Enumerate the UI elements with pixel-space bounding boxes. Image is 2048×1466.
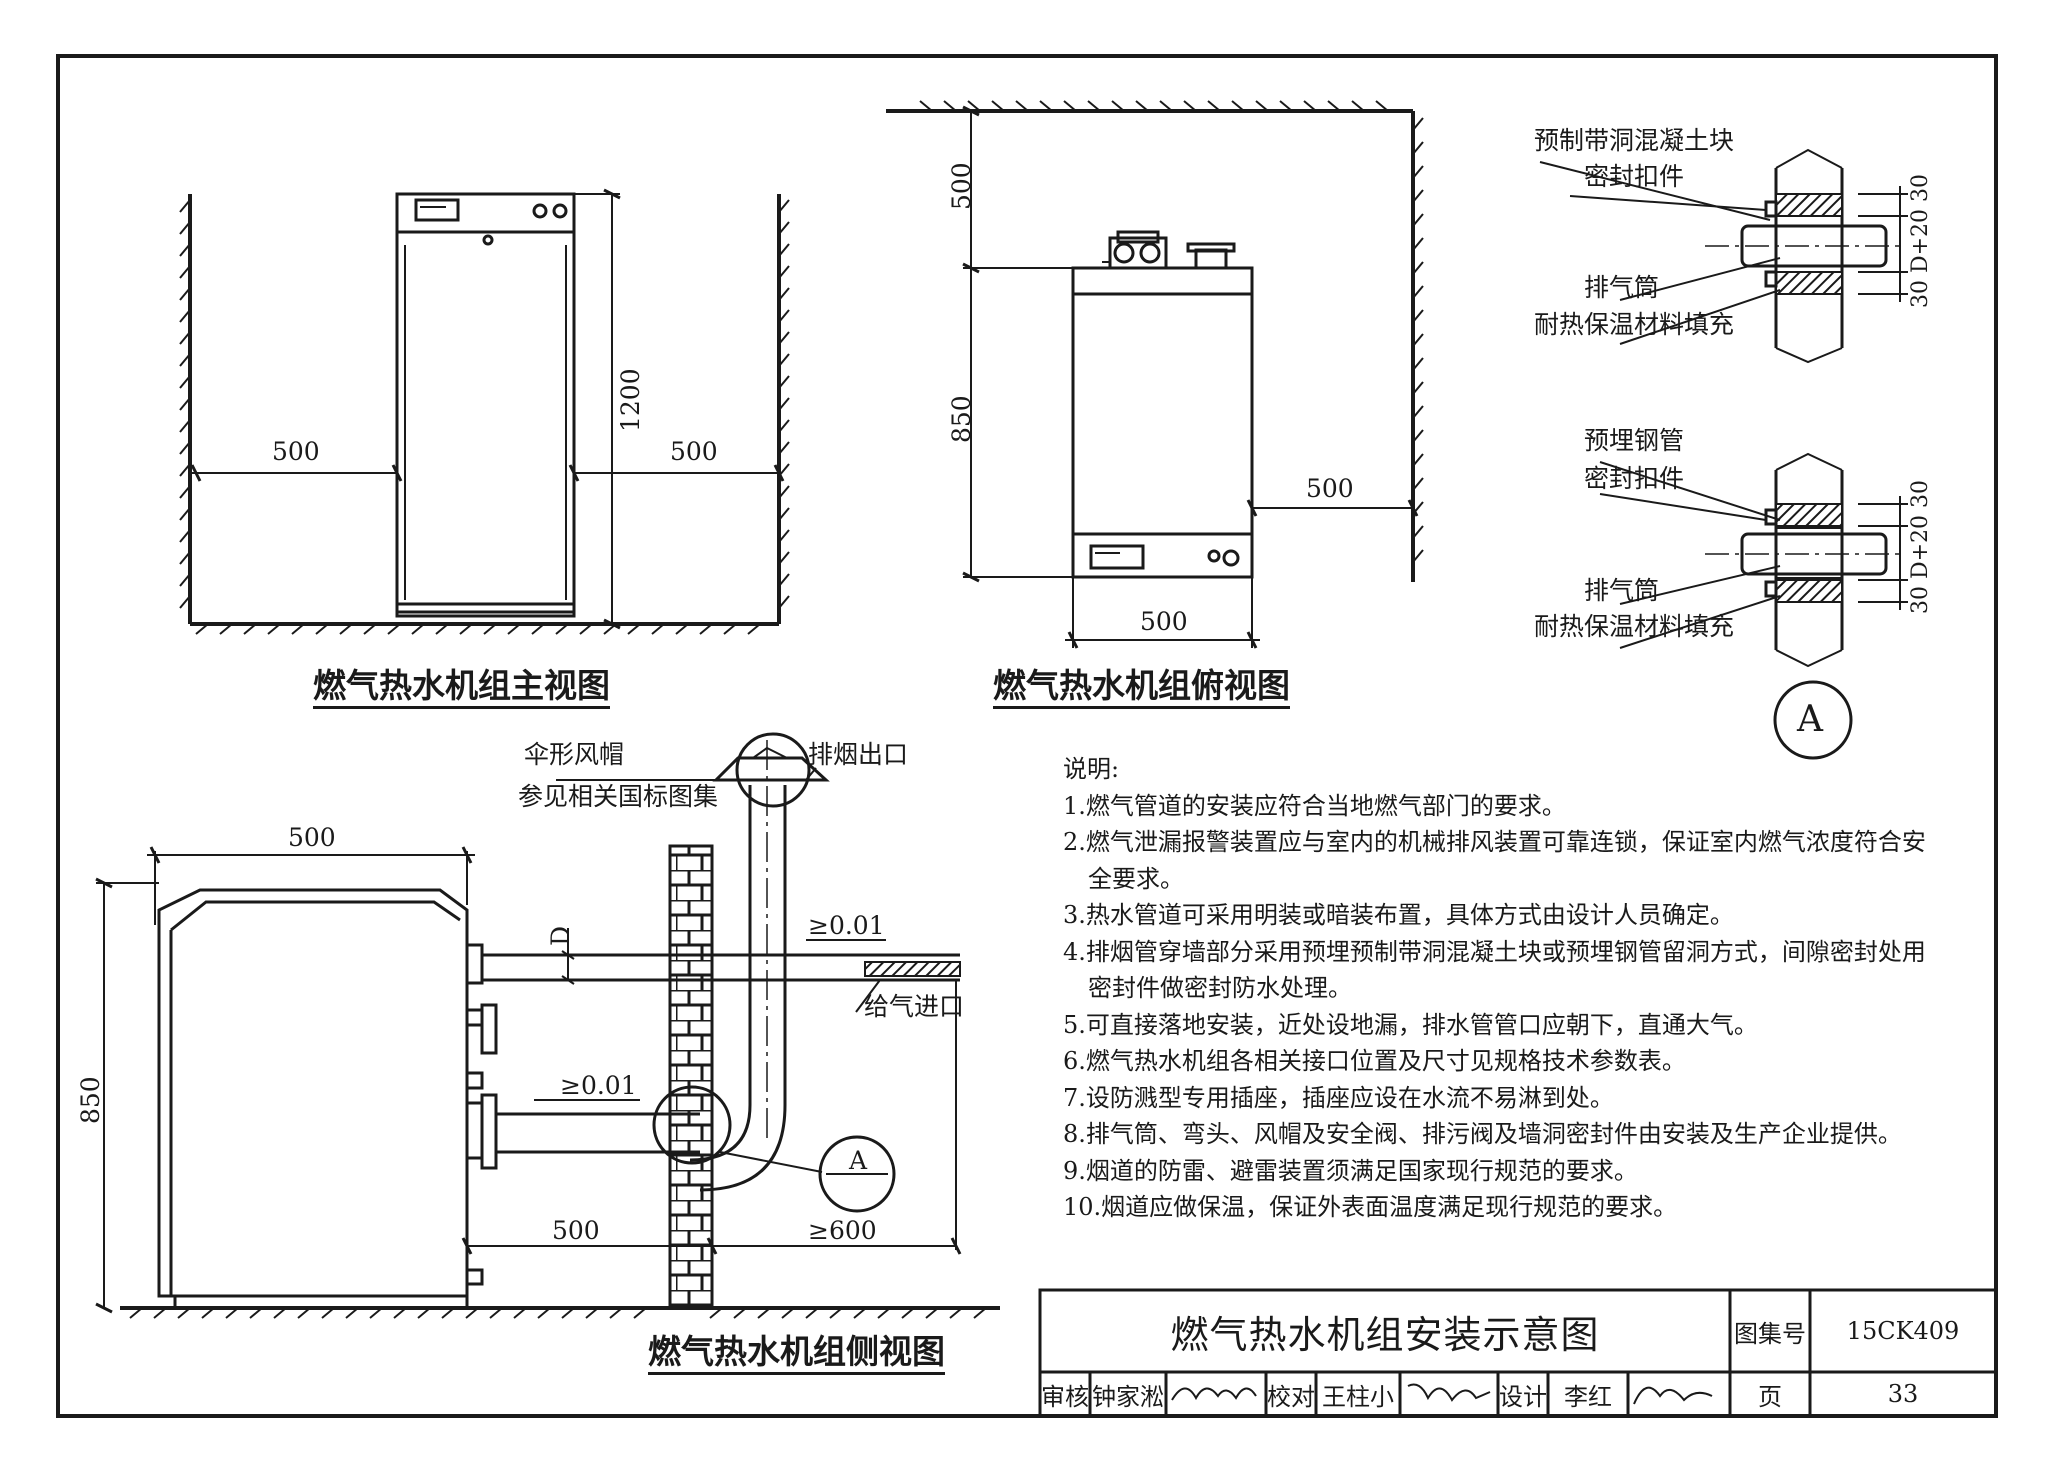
detail-upper-label-3: 排气筒 xyxy=(1584,273,1660,302)
sheet-border xyxy=(56,54,1998,1418)
atlas-label: 图集号 xyxy=(1734,1319,1806,1348)
side-view-title: 燃气热水机组侧视图 xyxy=(648,1335,945,1375)
front-view xyxy=(179,188,790,635)
detail-upper-dims: 30 D+20 30 xyxy=(1908,173,1933,308)
designer-name: 李红 xyxy=(1564,1382,1612,1411)
reviewer-name: 钟家淞 xyxy=(1092,1382,1164,1411)
note-item: 1.燃气管道的安装应符合当地燃气部门的要求。 xyxy=(1063,791,1566,820)
note-item: 4.排烟管穿墙部分采用预埋预制带洞混凝土块或预埋钢管留洞方式，间隙密封处用密封件… xyxy=(1063,937,1926,1003)
air-inlet-label: 给气进口 xyxy=(864,992,965,1021)
check-label: 校对 xyxy=(1267,1382,1315,1411)
reviewer-signature xyxy=(1171,1387,1257,1401)
detail-lower-label-2: 密封扣件 xyxy=(1584,464,1685,493)
detail-a-mark: A xyxy=(1797,699,1823,740)
slope-lower: ≥0.01 xyxy=(560,1071,637,1100)
hood-label-1: 伞形风帽 xyxy=(524,740,625,769)
top-dim-rear: 500 xyxy=(947,162,976,210)
detail-a xyxy=(1539,148,1908,760)
side-dim-bottom-out: ≥600 xyxy=(808,1216,877,1245)
page-label: 页 xyxy=(1758,1382,1782,1411)
top-dim-side: 500 xyxy=(1306,474,1354,503)
top-view-title: 燃气热水机组俯视图 xyxy=(993,669,1290,709)
detail-lower-label-4: 耐热保温材料填充 xyxy=(1534,612,1735,641)
note-item: 5.可直接落地安装，近处设地漏，排水管管口应朝下，直通大气。 xyxy=(1063,1010,1758,1039)
note-item: 3.热水管道可采用明装或暗装布置，具体方式由设计人员确定。 xyxy=(1063,901,1734,929)
detail-upper-label-2: 密封扣件 xyxy=(1584,162,1685,191)
note-item: 2.燃气泄漏报警装置应与室内的机械排风装置可靠连锁，保证室内燃气浓度符合安全要求… xyxy=(1063,828,1926,893)
side-dim-width: 500 xyxy=(288,823,336,852)
detail-callout-mark: A xyxy=(849,1146,868,1175)
top-dim-depth: 850 xyxy=(947,395,976,443)
slope-upper: ≥0.01 xyxy=(808,911,885,940)
review-label: 审核 xyxy=(1041,1382,1089,1411)
detail-lower-dims: 30 D+20 30 xyxy=(1908,479,1933,614)
notes: 说明: 1.燃气管道的安装应符合当地燃气部门的要求。 2.燃气泄漏报警装置应与室… xyxy=(1063,751,1943,1226)
front-dim-left: 500 xyxy=(272,437,320,466)
front-dim-right: 500 xyxy=(670,437,718,466)
side-view xyxy=(95,732,1000,1319)
notes-heading: 说明: xyxy=(1063,755,1120,783)
checker-name: 王柱小 xyxy=(1322,1382,1394,1411)
note-item: 6.燃气热水机组各相关接口位置及尺寸见规格技术参数表。 xyxy=(1063,1047,1686,1075)
note-item: 8.排气筒、弯头、风帽及安全阀、排污阀及墙洞密封件由安装及生产企业提供。 xyxy=(1063,1120,1902,1148)
checker-signature xyxy=(1407,1383,1491,1402)
side-dim-height: 850 xyxy=(76,1076,105,1124)
note-item: 9.烟道的防雷、避雷装置须满足国家现行规范的要求。 xyxy=(1063,1156,1638,1185)
note-item: 10.烟道应做保温，保证外表面温度满足现行规范的要求。 xyxy=(1063,1193,1678,1221)
detail-upper-label-1: 预制带洞混凝土块 xyxy=(1534,126,1735,155)
front-view-title: 燃气热水机组主视图 xyxy=(313,669,610,709)
front-dim-height: 1200 xyxy=(616,368,645,432)
side-dim-bottom-wall: 500 xyxy=(552,1216,600,1245)
detail-lower-label-3: 排气筒 xyxy=(1584,576,1660,605)
drawing-title: 燃气热水机组安装示意图 xyxy=(1170,1312,1600,1357)
pipe-d-label: D xyxy=(546,925,575,946)
designer-signature xyxy=(1633,1386,1713,1405)
atlas-number: 15CK409 xyxy=(1846,1317,1960,1345)
top-dim-width: 500 xyxy=(1140,607,1188,636)
hood-label-2: 参见相关国标图集 xyxy=(518,782,719,811)
detail-upper-label-4: 耐热保温材料填充 xyxy=(1534,310,1735,339)
note-item: 7.设防溅型专用插座，插座应设在水流不易淋到处。 xyxy=(1063,1083,1614,1112)
top-view xyxy=(886,100,1424,649)
notes-list: 1.燃气管道的安装应符合当地燃气部门的要求。 2.燃气泄漏报警装置应与室内的机械… xyxy=(1063,788,1943,1226)
design-label: 设计 xyxy=(1499,1382,1547,1411)
title-block xyxy=(1038,1288,1998,1418)
detail-lower-label-1: 预埋钢管 xyxy=(1584,426,1685,455)
exhaust-outlet-label: 排烟出口 xyxy=(808,740,909,769)
page-number: 33 xyxy=(1887,1380,1919,1408)
